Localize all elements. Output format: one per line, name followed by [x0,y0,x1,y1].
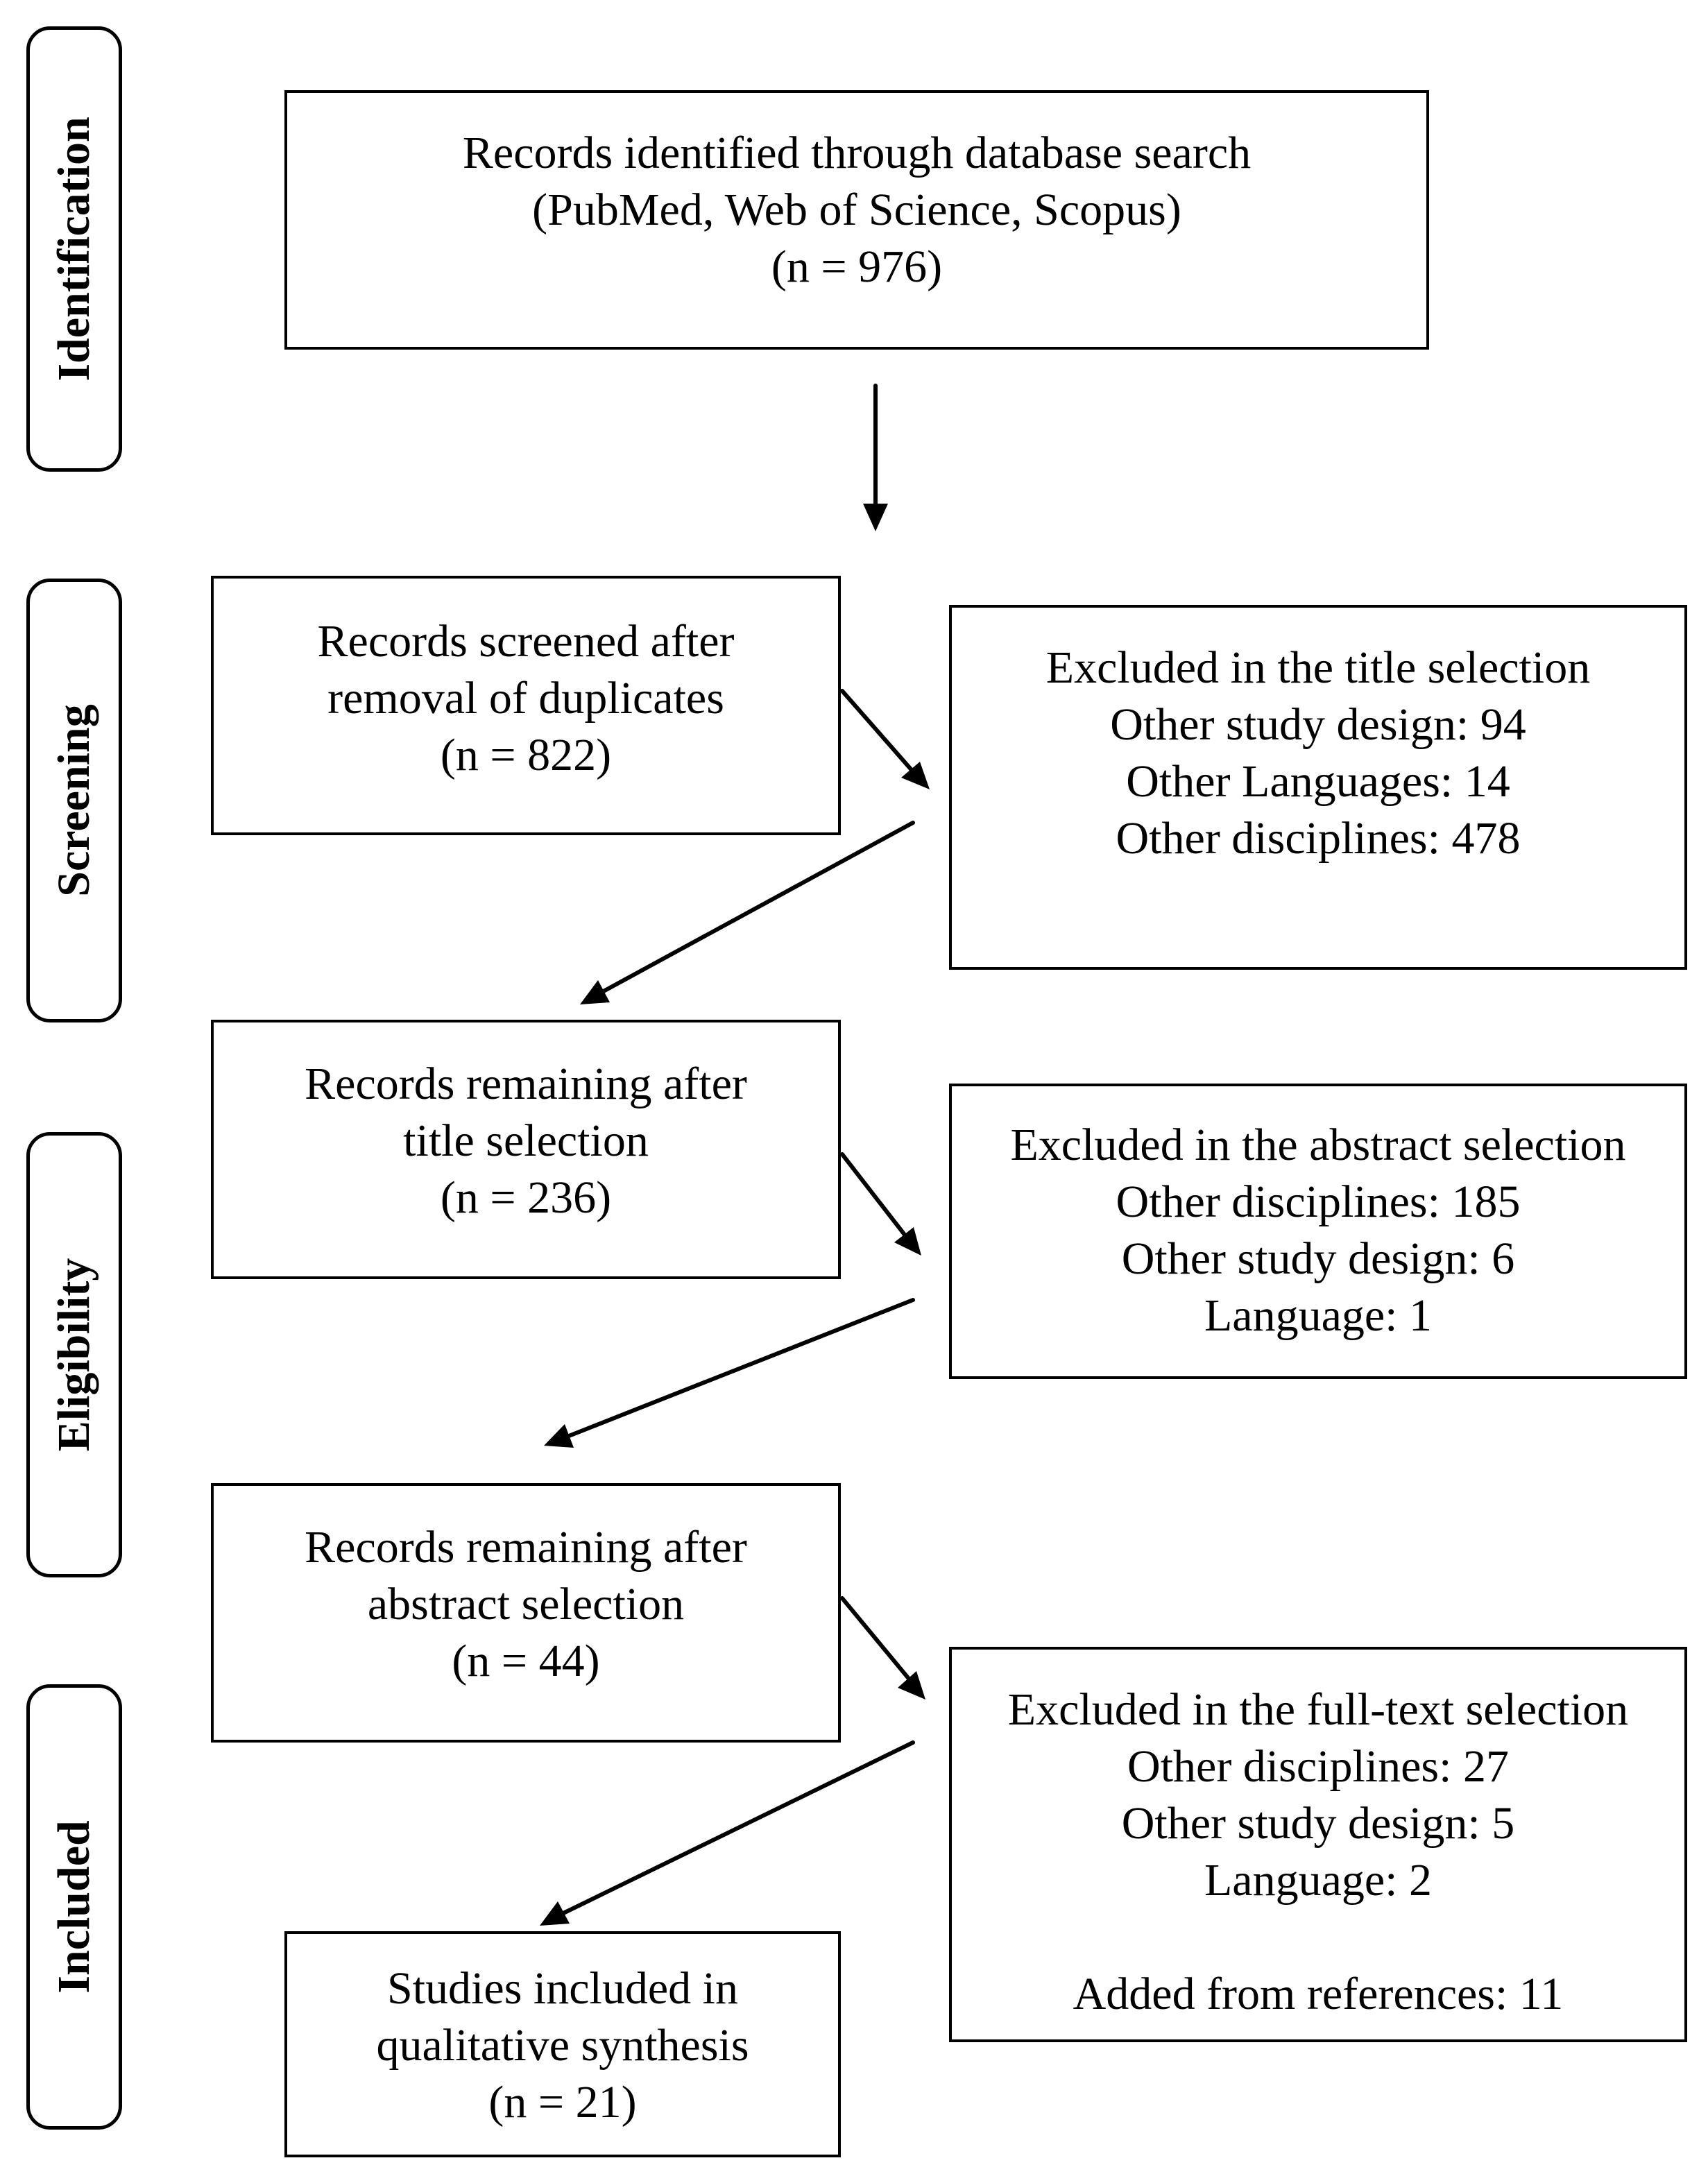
records-after-title-box: Records remaining after title selection … [211,1020,841,1279]
arrowhead-excluded-title-to-after-title [580,980,610,1004]
studies-included-box: Studies included in qualitative synthesi… [284,1931,841,2157]
arrowhead-excluded-abstract-to-after-abstract [544,1424,574,1448]
records-after-abstract-count: (n = 44) [452,1636,600,1686]
arrow-after-abstract-to-excluded-fulltext [840,1596,911,1681]
studies-included-line-1: Studies included in [387,1963,738,2014]
arrow-excluded-fulltext-to-included [561,1740,915,1915]
phase-identification: Identification [26,26,122,472]
records-screened-count: (n = 822) [440,730,612,780]
records-identified-count: (n = 976) [771,241,943,292]
excluded-title-box: Excluded in the title selection Other st… [949,605,1687,970]
records-after-title-line-1: Records remaining after [305,1059,747,1109]
records-identified-line-2: (PubMed, Web of Science, Scopus) [532,185,1181,235]
arrow-screened-to-excluded-title [840,689,914,772]
excluded-abstract-language: Language: 1 [1204,1290,1433,1341]
arrow-excluded-abstract-to-after-abstract [567,1298,915,1438]
arrow-after-title-to-excluded-abstract [840,1152,907,1237]
arrow-excluded-title-to-after-title [600,821,915,994]
phase-eligibility: Eligibility [26,1132,122,1577]
arrowhead-excluded-fulltext-to-included [540,1901,570,1926]
records-after-title-count: (n = 236) [440,1172,612,1223]
excluded-fulltext-language: Language: 2 [1204,1855,1433,1906]
excluded-title-heading: Excluded in the title selection [1045,642,1591,693]
studies-included-count: (n = 21) [488,2077,637,2128]
excluded-fulltext-added-references: Added from references: 11 [1073,1969,1564,2019]
records-screened-line-1: Records screened after [317,616,735,667]
arrowhead-after-abstract-to-excluded-fulltext [898,1671,925,1700]
records-after-abstract-line-1: Records remaining after [305,1522,747,1573]
records-identified-box: Records identified through database sear… [284,90,1429,350]
phase-screening: Screening [26,579,122,1022]
excluded-abstract-box: Excluded in the abstract selection Other… [949,1084,1687,1379]
arrowhead-screened-to-excluded-title [901,762,930,789]
records-screened-box: Records screened after removal of duplic… [211,576,841,835]
records-after-abstract-box: Records remaining after abstract selecti… [211,1483,841,1743]
studies-included-line-2: qualitative synthesis [376,2020,749,2071]
records-after-abstract-line-2: abstract selection [367,1579,685,1629]
arrowhead-identified-to-screened [863,504,888,531]
excluded-fulltext-study-design: Other study design: 5 [1121,1798,1515,1849]
excluded-fulltext-disciplines: Other disciplines: 27 [1127,1741,1509,1792]
excluded-title-languages: Other Languages: 14 [1126,756,1510,807]
excluded-fulltext-box: Excluded in the full-text selection Othe… [949,1647,1687,2042]
arrowhead-after-title-to-excluded-abstract [894,1227,921,1256]
excluded-title-study-design: Other study design: 94 [1110,699,1526,750]
excluded-title-disciplines: Other disciplines: 478 [1116,813,1521,864]
excluded-abstract-heading: Excluded in the abstract selection [1010,1120,1626,1170]
excluded-abstract-disciplines: Other disciplines: 185 [1116,1176,1521,1227]
excluded-fulltext-heading: Excluded in the full-text selection [1007,1684,1629,1735]
phase-included: Included [26,1684,122,2130]
excluded-abstract-study-design: Other study design: 6 [1121,1233,1515,1284]
records-screened-line-2: removal of duplicates [327,673,724,724]
records-identified-line-1: Records identified through database sear… [462,128,1252,178]
records-after-title-line-2: title selection [403,1115,649,1166]
